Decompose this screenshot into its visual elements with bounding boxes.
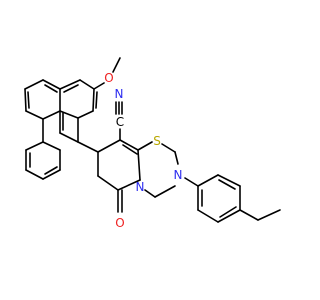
- carbonyl-oxygen-label: O: [115, 216, 124, 230]
- nitrile-carbon-label: C: [116, 115, 124, 129]
- background: [0, 0, 300, 300]
- methoxy-oxygen-label: O: [104, 71, 113, 85]
- bonds: [24, 57, 281, 223]
- chemical-structure: N C O S N N O: [0, 0, 300, 300]
- amine-nitrogen-label: N: [174, 168, 183, 182]
- atom-labels: N C O S N N O: [104, 71, 182, 230]
- nitrile-nitrogen-label: N: [115, 87, 124, 101]
- ring-sulfur-label: S: [153, 134, 161, 148]
- amide-nitrogen-label: N: [136, 180, 145, 194]
